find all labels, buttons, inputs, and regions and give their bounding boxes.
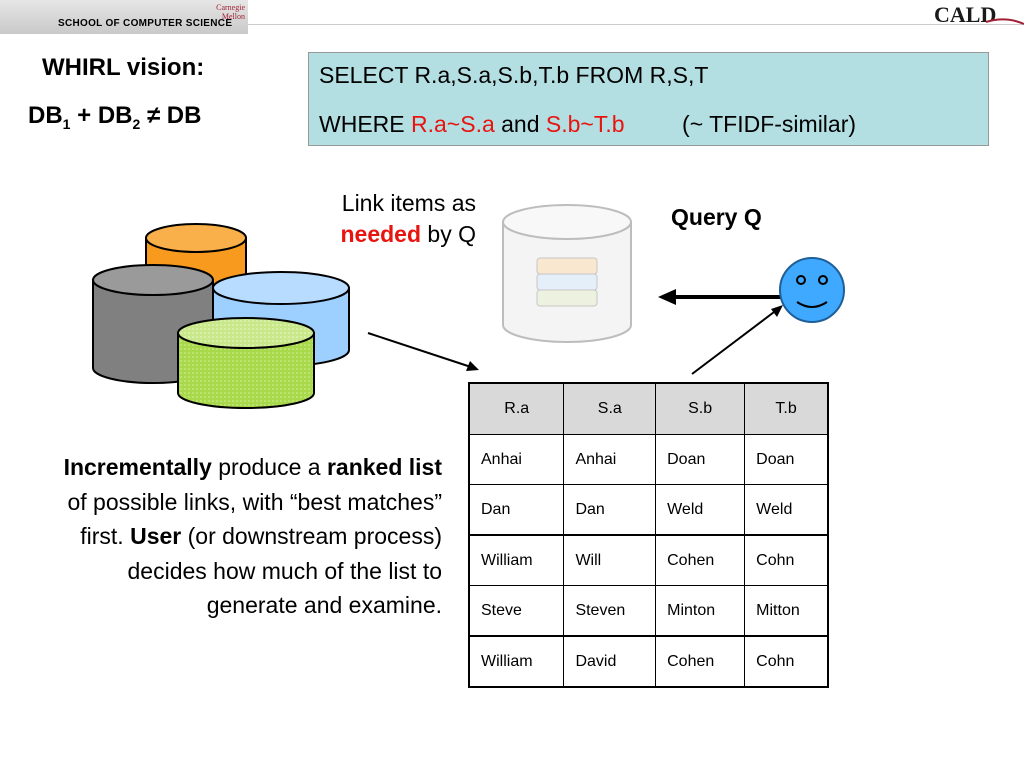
table-cell: Cohn [744,635,829,688]
arrow-to-face-icon [691,305,783,375]
equation: DB1 + DB2 ≠ DB [28,102,201,132]
condition-2: S.b~T.b [545,111,625,137]
school-name: SCHOOL OF COMPUTER SCIENCE [58,18,233,29]
header-s-b: S.b [655,382,746,435]
where-keyword: WHERE [319,111,411,137]
table-cell: Will [563,534,657,586]
table-cell: Minton [655,585,746,636]
header-band [0,0,248,34]
cald-logo: CALD [934,2,1024,28]
table-cell: Anhai [468,434,565,485]
tfidf-note: (~ TFIDF-similar) [624,111,857,137]
query-select-line: SELECT R.a,S.a,S.b,T.b FROM R,S,T [319,62,709,88]
table-row: William David Cohen Cohn [468,635,829,688]
query-label: Query Q [671,204,762,230]
table-cell: William [468,635,565,688]
header-divider [248,24,1024,25]
db-2: DB [97,102,133,129]
table-cell: Steven [563,585,657,636]
table-cell: Weld [744,484,829,535]
db-1: DB [28,102,63,129]
table-row: Steve Steven Minton Mitton [468,585,829,636]
query-where-line: WHERE R.a~S.a and S.b~T.b (~ TFIDF-simil… [319,111,856,138]
user-smiley-face-icon [779,257,845,323]
sub-2: 2 [132,115,141,132]
table-header-row: R.a S.a S.b T.b [468,382,829,435]
table-cell: Doan [655,434,746,485]
header-t-b: T.b [744,382,829,435]
table-cell: Dan [468,484,565,535]
table-cell: Weld [655,484,746,535]
needed-word: needed [340,221,422,247]
table-cell: David [563,635,657,688]
table-row: Anhai Anhai Doan Doan [468,434,829,485]
ranked-links-table: R.a S.a S.b T.b Anhai Anhai Doan Doan Da… [468,382,829,688]
table-cell: Doan [744,434,829,485]
link-caption-line1: Link items as [341,190,476,216]
query-arrow-icon [658,289,782,305]
table-cell: Mitton [744,585,829,636]
header-s-a: S.a [563,382,657,435]
table-cell: Steve [468,585,565,636]
arrow-to-table-icon [367,332,479,371]
and-keyword: and [494,111,546,137]
green-database-icon [177,317,315,409]
slide-title: WHIRL vision: [42,54,205,81]
description-paragraph: Incrementally produce a ranked list of p… [40,450,442,623]
table-cell: William [468,534,565,586]
sql-query-box: SELECT R.a,S.a,S.b,T.b FROM R,S,T WHERE … [308,52,989,146]
incrementally-bold: Incrementally [63,454,212,480]
paragraph-text-3: (or downstream process) decides how much… [127,523,443,618]
paragraph-text-1: produce a [211,454,327,480]
link-caption: Link items as needed by Q [290,188,477,250]
neq-db: ≠ DB [140,102,202,129]
plus-sign: + [70,102,98,129]
table-cell: Cohn [744,534,829,586]
cald-logo-text: CALD [934,2,997,27]
table-cell: Dan [563,484,657,535]
table-cell: Anhai [563,434,657,485]
paragraph-text-2: of possible links, with “best matches” f… [67,488,442,550]
sub-1: 1 [62,115,71,132]
cald-swoosh-icon [986,18,1024,25]
table-cell: Cohen [655,635,746,688]
by-q: by Q [421,221,476,247]
table-row: Dan Dan Weld Weld [468,484,829,535]
condition-1: R.a~S.a [411,111,495,137]
table-row: William Will Cohen Cohn [468,534,829,586]
cmu-logo: Carnegie Mellon [216,3,245,21]
table-cell: Cohen [655,534,746,586]
virtual-database-icon [502,204,632,343]
user-bold: User [130,523,182,549]
ranked-list-bold: ranked list [326,454,442,480]
header-r-a: R.a [468,382,565,435]
